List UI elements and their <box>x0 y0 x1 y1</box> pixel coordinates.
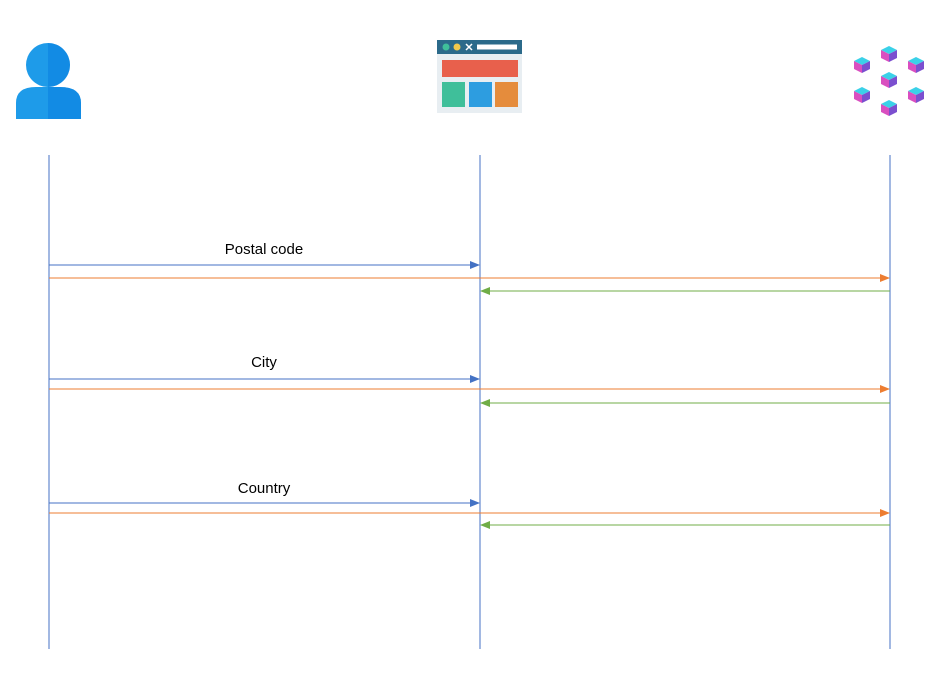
cube-shape <box>854 87 870 103</box>
web-app-window-icon <box>437 40 522 113</box>
message-group: Postal code <box>49 241 890 295</box>
cube-shape <box>908 87 924 103</box>
message-label: City <box>251 354 277 371</box>
user-icon <box>16 43 81 119</box>
cubes-api-icon <box>854 46 924 116</box>
cube-shape <box>881 100 897 116</box>
cube-shape <box>881 72 897 88</box>
message-label: Postal code <box>225 241 303 258</box>
cube-shape <box>908 57 924 73</box>
message-group: City <box>49 354 890 407</box>
message-label: Country <box>238 480 291 497</box>
cube-shape <box>854 57 870 73</box>
message-group: Country <box>49 480 890 529</box>
cube-shape <box>881 46 897 62</box>
